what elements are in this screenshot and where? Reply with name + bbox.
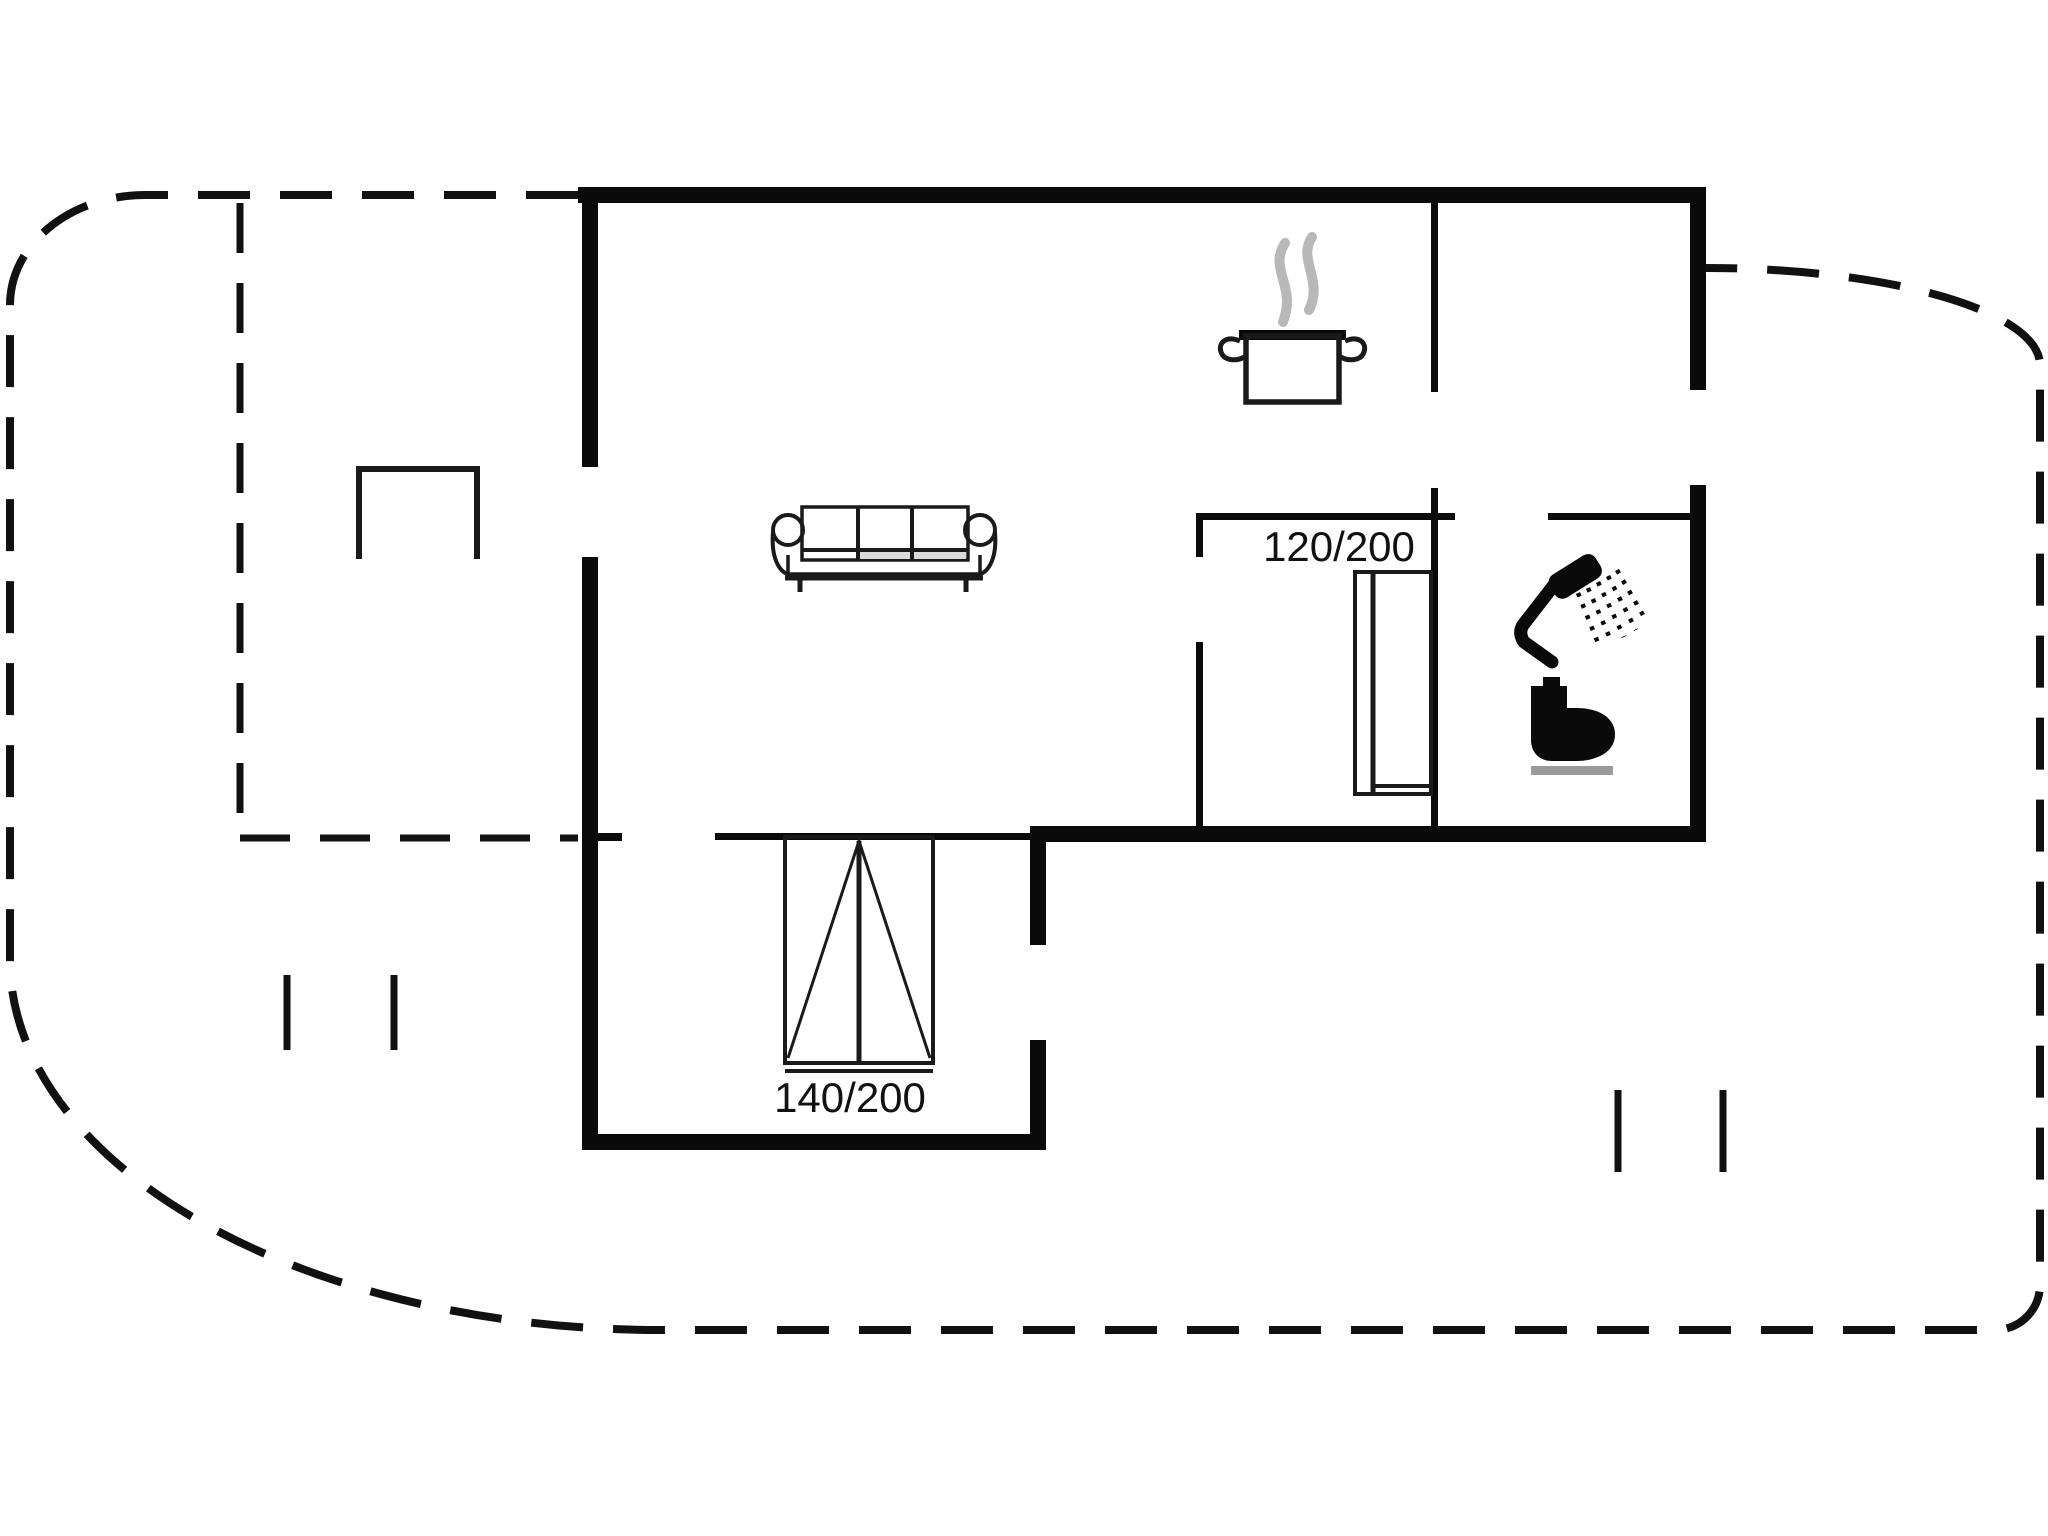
pot-handle-right [1337,336,1368,363]
sofa-feet [797,578,969,592]
house-exterior-walls [578,187,1706,1150]
house-interior-walls [598,203,1690,841]
step-mark-left [283,975,398,1050]
steam-icon-right [1302,232,1319,315]
shower-icon [1514,554,1649,669]
terrace-inner-divider [236,203,578,842]
sofa-armrest-right-scroll [963,513,997,547]
bed-140-label: 140/200 [774,1074,926,1121]
bed-symbol-120x200: 120/200 [1263,523,1433,796]
wall-left-upper [582,187,598,467]
wall-bedroom1-right [1431,488,1438,826]
toilet-base [1531,766,1613,775]
wall-bedroom1-top [1196,513,1455,520]
wall-bottom-right-section [1030,826,1706,842]
toilet-body [1531,686,1616,761]
wall-top [578,187,1706,203]
shower-head [1548,554,1602,599]
terrace-table-icon [356,466,480,559]
wall-kitchen-partition [1431,203,1438,392]
pot-body [1243,333,1342,405]
pot-handle-left [1217,336,1248,363]
shower-arm [1514,578,1561,669]
terrace-step-marks [283,975,1727,1172]
door-jamb-tick [598,833,622,841]
toilet-icon [1531,677,1616,775]
wall-right-lower [1690,485,1706,842]
bed-symbol-140x200: 140/200 [774,835,935,1121]
wall-bottom-left-section [582,1134,1046,1150]
wall-right-upper [1690,187,1706,390]
step-mark-right [1614,1090,1727,1172]
bed-120-label: 120/200 [1263,523,1415,570]
sofa-icon [770,505,998,592]
steam-icon-left [1274,238,1292,327]
wall-bedroom2-right-lower [1030,1040,1046,1150]
bed-120-outline [1353,570,1433,796]
sofa-cushion-dividers [802,507,968,560]
terrace-boundary-outline [6,191,2044,1334]
wall-bedroom1-left-lower [1196,642,1203,826]
sofa-armrest-right [968,531,998,577]
toilet-button [1543,677,1560,686]
wall-bedroom2-right-upper [1030,826,1046,945]
sofa-seat [786,555,982,576]
sofa-armrest-left [770,531,802,577]
wall-bedroom1-left-stub [1196,520,1203,557]
sofa-armrest-left-scroll [771,513,805,547]
terrace-boundary [6,191,2044,1334]
wall-bathroom-top [1548,513,1690,520]
cooking-pot-icon [1217,232,1368,405]
wall-left-lower [582,557,598,1150]
